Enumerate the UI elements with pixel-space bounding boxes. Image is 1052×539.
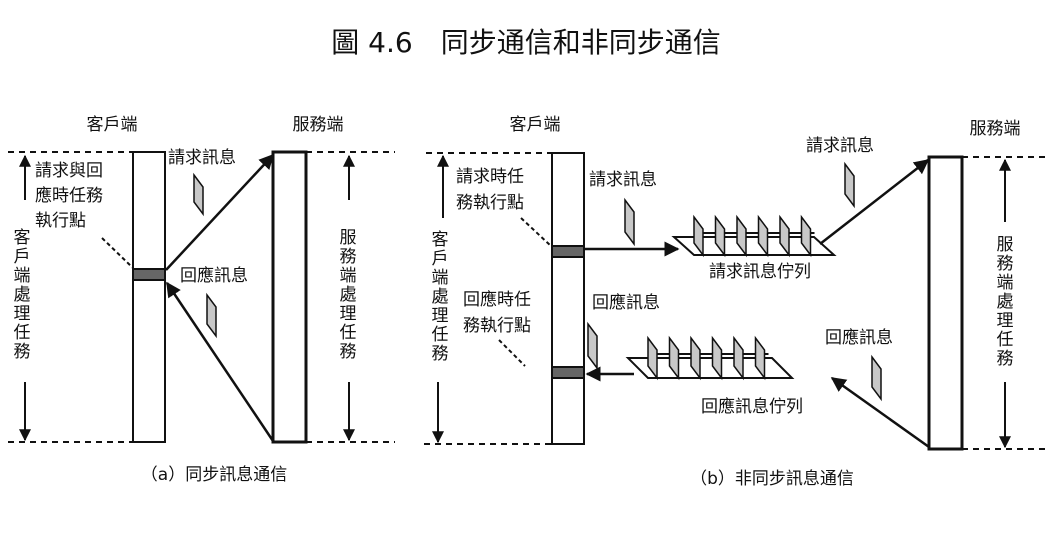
- vertical-char: 端: [997, 273, 1014, 293]
- panel-b-response-exec-label-line2: 務執行點: [463, 316, 531, 336]
- panel-b-request-message-icon-right: [844, 161, 855, 209]
- panel-b-request-exec-label-line2: 務執行點: [456, 193, 524, 213]
- vertical-char: 客: [14, 228, 31, 248]
- queued-message: [754, 335, 766, 381]
- panel-a-request-arrow: [165, 153, 275, 271]
- panel-a-response-arrow: [165, 281, 275, 442]
- panel-b-request-queue: [671, 214, 837, 258]
- panel-b-client-label: 客戶端: [510, 115, 561, 135]
- panel-b-request-queue-label: 請求訊息佇列: [709, 262, 811, 282]
- panel-a-server-label: 服務端: [293, 115, 344, 135]
- vertical-char: 任: [997, 330, 1014, 350]
- queued-message: [779, 214, 790, 258]
- panel-a-server-task-label: 服務端處理任務: [340, 228, 357, 362]
- vertical-char: 理: [14, 304, 31, 324]
- panel-b-request-exec-label-line1: 請求時任: [456, 167, 524, 187]
- queued-message: [757, 214, 769, 258]
- queued-message: [736, 214, 747, 258]
- vertical-char: 戶: [432, 249, 449, 269]
- vertical-char: 服: [340, 228, 357, 248]
- vertical-char: 端: [432, 268, 449, 288]
- panel-b-request-label-right: 請求訊息: [806, 136, 874, 156]
- panel-b-request-message-icon-left: [624, 197, 635, 247]
- vertical-char: 務: [997, 349, 1014, 369]
- panel-b-response-message-icon-left: [587, 321, 598, 371]
- panel-a-client-label: 客戶端: [87, 115, 138, 135]
- vertical-char: 理: [997, 311, 1014, 331]
- vertical-char: 任: [432, 325, 449, 345]
- panel-b-response-arrow-to-queue: [830, 376, 930, 449]
- panel-a-client-bar: [132, 151, 166, 443]
- panel-b-client-bar: [551, 152, 585, 445]
- vertical-char: 處: [14, 285, 31, 305]
- panel-a-response-message-icon: [206, 292, 217, 339]
- vertical-char: 處: [432, 287, 449, 307]
- vertical-char: 處: [997, 292, 1014, 312]
- panel-b-response-exec-label-line1: 回應時任: [463, 289, 531, 310]
- panel-b-async: 客戶端 服務端 客戶端處理任務 服務端處理任務 請求時任 務執行點 回應時任 務…: [424, 115, 1050, 489]
- vertical-char: 理: [432, 306, 449, 326]
- panel-b-request-exec-pointer: [520, 217, 552, 247]
- panel-b-server-task-label: 服務端處理任務: [997, 235, 1014, 369]
- vertical-char: 處: [340, 285, 357, 305]
- panel-b-response-message-icon-right: [871, 354, 882, 402]
- panel-b-response-label-right: 回應訊息: [825, 327, 893, 348]
- panel-b-caption: （b）非同步訊息通信: [690, 469, 854, 489]
- panel-a-server-bar: [271, 150, 308, 444]
- panel-b-server-label: 服務端: [970, 119, 1021, 139]
- panel-b-response-queue-label: 回應訊息佇列: [701, 396, 803, 417]
- panel-a-request-label: 請求訊息: [168, 148, 236, 168]
- vertical-char: 端: [340, 266, 357, 286]
- vertical-char: 務: [340, 247, 357, 267]
- queued-message: [647, 335, 658, 381]
- figure-title: 圖 4.6 同步通信和非同步通信: [331, 26, 720, 59]
- panel-a-sync: 客戶端 服務端 客戶端處理任務 服務端處理任務 請求與回 應時任務 執行點 請求…: [8, 115, 395, 485]
- panel-a-response-label: 回應訊息: [180, 265, 248, 286]
- queued-message: [733, 335, 744, 381]
- queued-message: [800, 214, 812, 258]
- vertical-char: 任: [340, 323, 357, 343]
- vertical-char: 務: [340, 342, 357, 362]
- vertical-char: 端: [14, 266, 31, 286]
- vertical-char: 理: [340, 304, 357, 324]
- panel-a-caption: （a）同步訊息通信: [141, 465, 287, 485]
- queued-message: [714, 214, 726, 258]
- panel-a-exec-point: [132, 268, 166, 281]
- panel-a-exec-pointer: [101, 237, 134, 269]
- queued-message: [711, 335, 723, 381]
- vertical-char: 務: [14, 342, 31, 362]
- queued-message: [693, 214, 704, 258]
- panel-a-exec-label-line1: 請求與回: [35, 161, 103, 181]
- panel-a-request-message-icon: [193, 172, 204, 217]
- panel-b-client-task-label: 客戶端處理任務: [432, 230, 449, 364]
- vertical-char: 務: [432, 344, 449, 364]
- panel-b-response-queue: [625, 335, 795, 381]
- panel-b-response-exec-pointer: [498, 339, 526, 367]
- vertical-char: 戶: [14, 247, 31, 267]
- queued-message: [668, 335, 680, 381]
- vertical-char: 客: [432, 230, 449, 250]
- panel-b-response-label-left: 回應訊息: [592, 292, 660, 313]
- panel-b-response-exec-point: [551, 366, 585, 379]
- panel-b-server-bar: [927, 155, 964, 451]
- queued-message: [690, 335, 701, 381]
- panel-b-request-exec-point: [551, 245, 585, 258]
- vertical-char: 任: [14, 323, 31, 343]
- vertical-char: 服: [997, 235, 1014, 255]
- panel-a-exec-label-line3: 執行點: [35, 211, 86, 231]
- panel-a-client-task-label: 客戶端處理任務: [14, 228, 31, 362]
- panel-a-exec-label-line2: 應時任務: [35, 185, 103, 206]
- vertical-char: 務: [997, 254, 1014, 274]
- panel-b-request-label-left: 請求訊息: [589, 170, 657, 190]
- panel-b-request-arrow-to-server: [819, 159, 930, 245]
